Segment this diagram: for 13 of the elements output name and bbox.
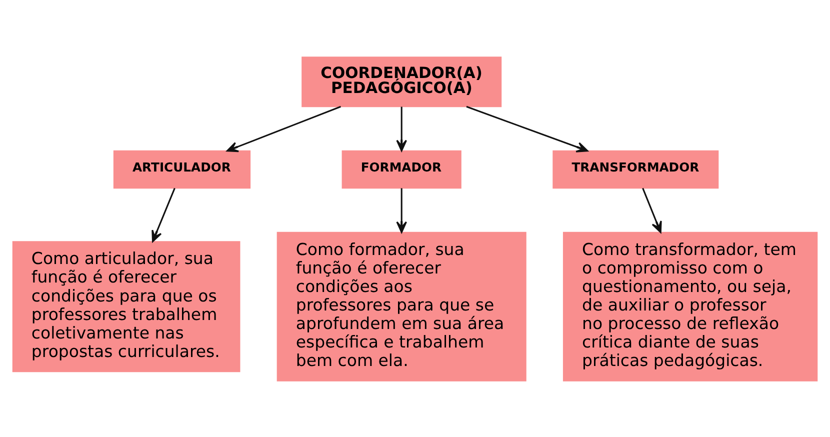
arrow: [396, 106, 407, 151]
arrow: [396, 188, 407, 233]
node-box: Como formador, sua função é oferecer condições aos professores para que se aprofundem em sua área específica e trabalhem bem com ela.: [276, 231, 526, 381]
node-box: COORDENADOR(A) PEDAGÓGICO(A): [302, 56, 502, 107]
arrow: [226, 105, 341, 152]
arrow: [466, 105, 588, 152]
arrow: [642, 187, 662, 233]
node-box: Como articulador, sua função é oferecer condições para que os professores trabalhem coletivamente nas propostas curriculares.: [12, 240, 240, 372]
node-box: FORMADOR: [342, 150, 462, 188]
node-box: ARTICULADOR: [113, 150, 251, 188]
arrow: [152, 187, 176, 242]
node-box: Como transformador, tem o compromisso com o questionamento, ou seja, de auxiliar o professor no processo de reflexão crítica diante de suas práticas pedagógicas.: [562, 231, 818, 381]
node-box: TRANSFORMADOR: [552, 150, 719, 188]
